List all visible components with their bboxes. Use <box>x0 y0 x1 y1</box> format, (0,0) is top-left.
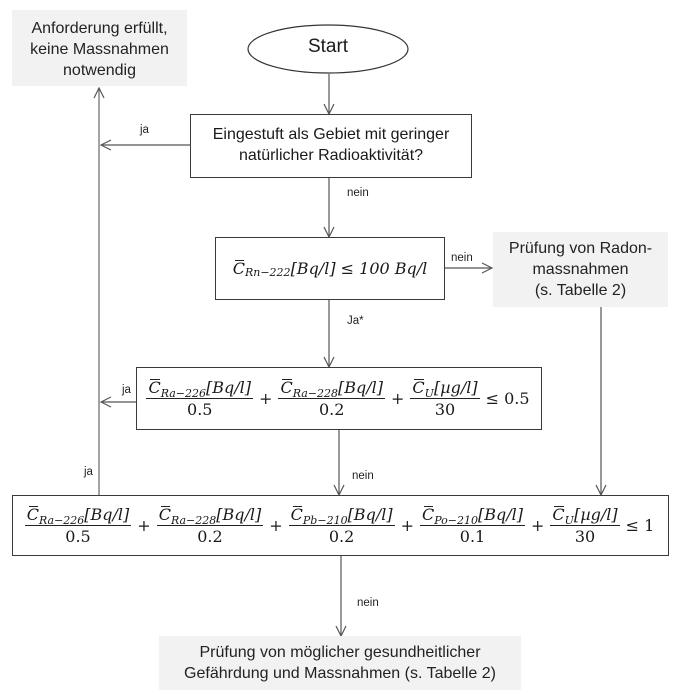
fraction-numerator: CPo−210[Bq/l] <box>419 505 526 527</box>
nuclide-subscript: U <box>424 387 434 400</box>
unit-label: [Bq/l] <box>338 378 383 397</box>
plus-operator: + <box>137 516 151 535</box>
low-radioactivity-question: Eingestuft als Gebiet mit geringer natür… <box>190 114 472 178</box>
radon-measures-line1: Prüfung von Radon- <box>508 240 653 257</box>
radon-unit: [Bq/l] <box>290 259 336 278</box>
fraction-denominator: 0.2 <box>197 527 223 546</box>
plus-operator: + <box>531 516 545 535</box>
fraction-term: CRa−228[Bq/l]0.2 <box>156 505 264 546</box>
fraction-numerator: CU[µg/l] <box>410 378 480 400</box>
plus-operator: + <box>259 389 273 408</box>
unit-label: [Bq/l] <box>216 505 262 524</box>
fraction-denominator: 0.5 <box>187 400 213 419</box>
fraction-term: CU[µg/l]30 <box>410 378 480 419</box>
concentration-symbol: C <box>290 505 303 524</box>
fraction-term: CRa−226[Bq/l]0.5 <box>146 378 254 419</box>
fraction-numerator: CPb−210[Bq/l] <box>288 505 395 527</box>
nuclide-subscript: Ra−228 <box>170 514 217 527</box>
concentration-symbol: C <box>148 378 161 397</box>
relation-limit: ≤ 1 <box>625 516 655 535</box>
radon-subscript: Rn−222 <box>244 266 291 279</box>
unit-label: [Bq/l] <box>206 378 252 397</box>
edge-label-q1-no: nein <box>347 187 369 199</box>
unit-label: [Bq/l] <box>478 505 524 524</box>
nuclide-subscript: Ra−226 <box>38 514 85 527</box>
fraction-denominator: 0.2 <box>328 527 355 546</box>
plus-operator: + <box>269 516 283 535</box>
edge-label-sumsmall-yes: ja <box>122 384 131 396</box>
edge-label-sumsmall-no: nein <box>352 470 374 482</box>
fraction-denominator: 0.5 <box>65 527 91 546</box>
fraction-numerator: CRa−226[Bq/l] <box>24 505 132 527</box>
plus-operator: + <box>391 389 405 408</box>
ra-u-sum-question: CRa−226[Bq/l]0.5+CRa−228[Bq/l]0.2+CU[µg/… <box>136 367 542 430</box>
relation-limit: ≤ 0.5 <box>485 389 530 408</box>
requirement-fulfilled-box: Anforderung erfüllt, keine Massnahmen no… <box>12 10 187 86</box>
nuclide-subscript: Ra−228 <box>292 387 338 400</box>
fraction-term: CRa−228[Bq/l]0.2 <box>278 378 385 419</box>
radon-measures-line3: (s. Tabelle 2) <box>534 282 627 299</box>
fraction-denominator: 0.1 <box>459 527 486 546</box>
nuclide-subscript: Po−210 <box>434 514 479 527</box>
unit-label: [Bq/l] <box>84 505 130 524</box>
concentration-symbol: C <box>26 505 39 524</box>
concentration-symbol: C <box>552 505 565 524</box>
fraction-term: CPb−210[Bq/l]0.2 <box>288 505 395 546</box>
health-risk-check-box: Prüfung von möglicher gesundheitlicher G… <box>159 636 521 690</box>
nuclide-subscript: Ra−226 <box>160 387 207 400</box>
radon-relation: ≤ 100 Bq/l <box>340 259 428 278</box>
edge-label-radon-yes: Ja* <box>347 315 364 327</box>
edge-label-radon-no: nein <box>451 252 473 264</box>
start-node-shape <box>247 24 409 74</box>
radon-symbol: C <box>232 259 245 278</box>
concentration-symbol: C <box>421 505 435 524</box>
fulfilled-line3: notwendig <box>63 62 136 79</box>
q1-line1: Eingestuft als Gebiet mit geringer <box>212 126 450 143</box>
unit-label: [µg/l] <box>433 378 478 397</box>
full-nuclide-sum-question: CRa−226[Bq/l]0.5+CRa−228[Bq/l]0.2+CPb−21… <box>12 495 669 556</box>
start-label: Start <box>307 36 349 57</box>
health-check-line2: Gefährdung und Massnahmen (s. Tabelle 2) <box>184 665 496 682</box>
health-check-line1: Prüfung von möglicher gesundheitlicher <box>199 644 481 661</box>
unit-label: [Bq/l] <box>347 505 393 524</box>
fraction-term: CRa−226[Bq/l]0.5 <box>24 505 132 546</box>
fraction-numerator: CRa−228[Bq/l] <box>156 505 264 527</box>
radon-measures-box: Prüfung von Radon- massnahmen (s. Tabell… <box>493 232 668 307</box>
fraction-denominator: 0.2 <box>318 400 345 419</box>
radon-measures-line2: massnahmen <box>532 261 629 278</box>
plus-operator: + <box>400 516 414 535</box>
fulfilled-line2: keine Massnahmen <box>30 41 169 58</box>
fraction-term: CPo−210[Bq/l]0.1 <box>419 505 526 546</box>
concentration-symbol: C <box>412 378 425 397</box>
unit-label: [µg/l] <box>573 505 618 524</box>
edge-label-sumfull-yes: ja <box>84 466 93 478</box>
fraction-denominator: 30 <box>434 400 456 419</box>
concentration-symbol: C <box>280 378 293 397</box>
q1-line2: natürlicher Radioaktivität? <box>238 147 424 164</box>
nuclide-subscript: Pb−210 <box>302 514 348 527</box>
fraction-term: CU[µg/l]30 <box>550 505 620 546</box>
fulfilled-line1: Anforderung erfüllt, <box>31 20 168 37</box>
nuclide-subscript: U <box>564 514 574 527</box>
concentration-symbol: C <box>158 505 171 524</box>
start-node: Start <box>248 36 408 58</box>
fraction-denominator: 30 <box>574 527 596 546</box>
fraction-numerator: CRa−226[Bq/l] <box>146 378 254 400</box>
fraction-numerator: CU[µg/l] <box>550 505 620 527</box>
fraction-numerator: CRa−228[Bq/l] <box>278 378 385 400</box>
edge-label-q1-yes: ja <box>140 124 149 136</box>
edge-label-sumfull-no: nein <box>357 597 379 609</box>
